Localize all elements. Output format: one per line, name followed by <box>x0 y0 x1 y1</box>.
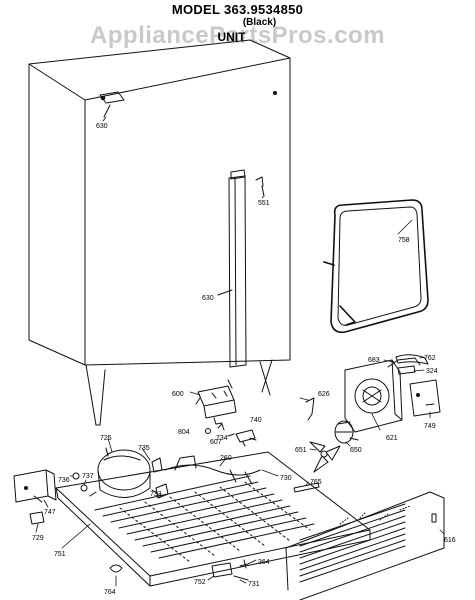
part-729 <box>29 511 45 525</box>
fan-bracket <box>344 357 421 433</box>
front-grille <box>285 491 445 600</box>
callout-737: 737 <box>82 473 94 480</box>
callout-729: 729 <box>32 535 44 542</box>
callout-736: 736 <box>58 477 70 484</box>
defrost-timer <box>195 379 237 425</box>
callout-749: 749 <box>424 423 436 430</box>
callout-324: 324 <box>426 368 438 375</box>
callout-762: 762 <box>424 355 436 362</box>
leader-lines <box>35 116 445 587</box>
callout-260: 260 <box>220 455 232 462</box>
callout-364: 364 <box>258 559 270 566</box>
callout-735: 735 <box>138 445 150 452</box>
model-color: (Black) <box>242 17 277 28</box>
part-733 <box>155 483 169 499</box>
callout-607: 607 <box>210 439 222 446</box>
callout-764: 764 <box>104 589 116 596</box>
callout-804: 804 <box>178 429 190 436</box>
center-mullion <box>217 169 247 368</box>
part-324 <box>397 365 416 375</box>
condenser-coil <box>94 475 315 563</box>
door-gasket <box>323 199 429 334</box>
callout-752: 752 <box>194 579 206 586</box>
callout-751: 751 <box>54 551 66 558</box>
fan-blade-651 <box>309 441 341 473</box>
bottom-small-parts <box>109 559 249 581</box>
motor-650 <box>334 420 359 444</box>
callout-551: 551 <box>258 200 270 207</box>
callout-758: 758 <box>398 237 410 244</box>
callout-730: 730 <box>280 475 292 482</box>
callout-765: 765 <box>310 479 322 486</box>
callout-626: 626 <box>318 391 330 398</box>
relay-734-740 <box>227 429 257 447</box>
duct-762 <box>395 354 429 365</box>
callout-683: 683 <box>368 357 380 364</box>
callout-733: 733 <box>150 491 162 498</box>
callout-747: 747 <box>44 509 56 516</box>
callout-734: 734 <box>216 435 228 442</box>
base-pan <box>55 451 371 587</box>
cover-749 <box>409 379 441 417</box>
compressor <box>89 447 159 498</box>
callout-630-top: 630 <box>96 123 108 130</box>
part-551 <box>255 176 265 197</box>
small-parts-804-607 <box>205 423 225 434</box>
callout-740: 740 <box>250 417 262 424</box>
callout-616: 616 <box>444 537 456 544</box>
cabinet-hardware <box>99 91 277 118</box>
callout-725: 725 <box>100 435 112 442</box>
callout-621: 621 <box>386 435 398 442</box>
callout-651: 651 <box>295 447 307 454</box>
tubing <box>164 455 261 485</box>
bracket-626 <box>305 397 315 421</box>
watermark: AppliancePartsPros.com <box>89 22 386 49</box>
callout-650: 650 <box>350 447 362 454</box>
section-title: UNIT <box>217 30 246 44</box>
bracket-747 <box>13 469 57 503</box>
callout-labels: 630 551 630 758 600 804 607 734 740 626 … <box>32 123 456 596</box>
callout-600: 600 <box>172 391 184 398</box>
model-title: MODEL 363.9534850 <box>171 2 304 17</box>
callout-630-mullion: 630 <box>202 295 214 302</box>
cabinet-outline <box>28 39 291 426</box>
callout-731: 731 <box>248 581 260 588</box>
